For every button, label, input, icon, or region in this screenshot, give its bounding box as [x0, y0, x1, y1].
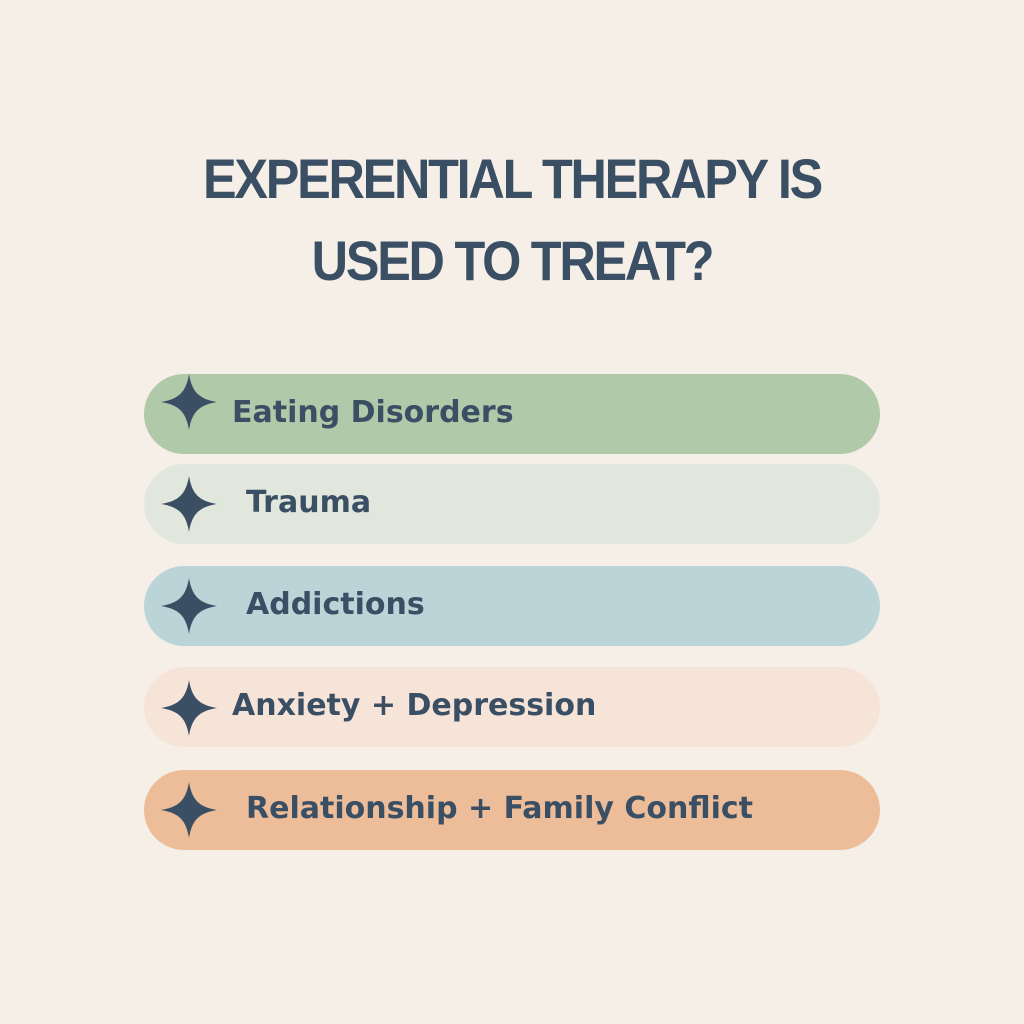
item-label: Eating Disorders [232, 395, 514, 430]
item-label: Addictions [246, 587, 425, 622]
title-line-1: EXPERENTIAL THERAPY IS [203, 147, 823, 210]
title-line-2: USED TO TREAT? [311, 229, 715, 292]
four-point-star-icon [161, 782, 217, 838]
page-title: EXPERENTIAL THERAPY IS USED TO TREAT? [51, 138, 973, 302]
four-point-star-icon [161, 578, 217, 634]
four-point-star-icon [161, 476, 217, 532]
item-label: Anxiety + Depression [232, 688, 597, 723]
list-item-addictions: Addictions [144, 566, 880, 646]
item-label: Relationship + Family Conflict [246, 791, 753, 826]
list-item-trauma: Trauma [144, 464, 880, 544]
four-point-star-icon [161, 680, 217, 736]
list-item-eating-disorders: Eating Disorders [144, 374, 880, 454]
item-label: Trauma [246, 485, 372, 520]
list-item-relationship-family-conflict: Relationship + Family Conflict [144, 770, 880, 850]
list-item-anxiety-depression: Anxiety + Depression [144, 667, 880, 747]
four-point-star-icon [161, 374, 217, 430]
